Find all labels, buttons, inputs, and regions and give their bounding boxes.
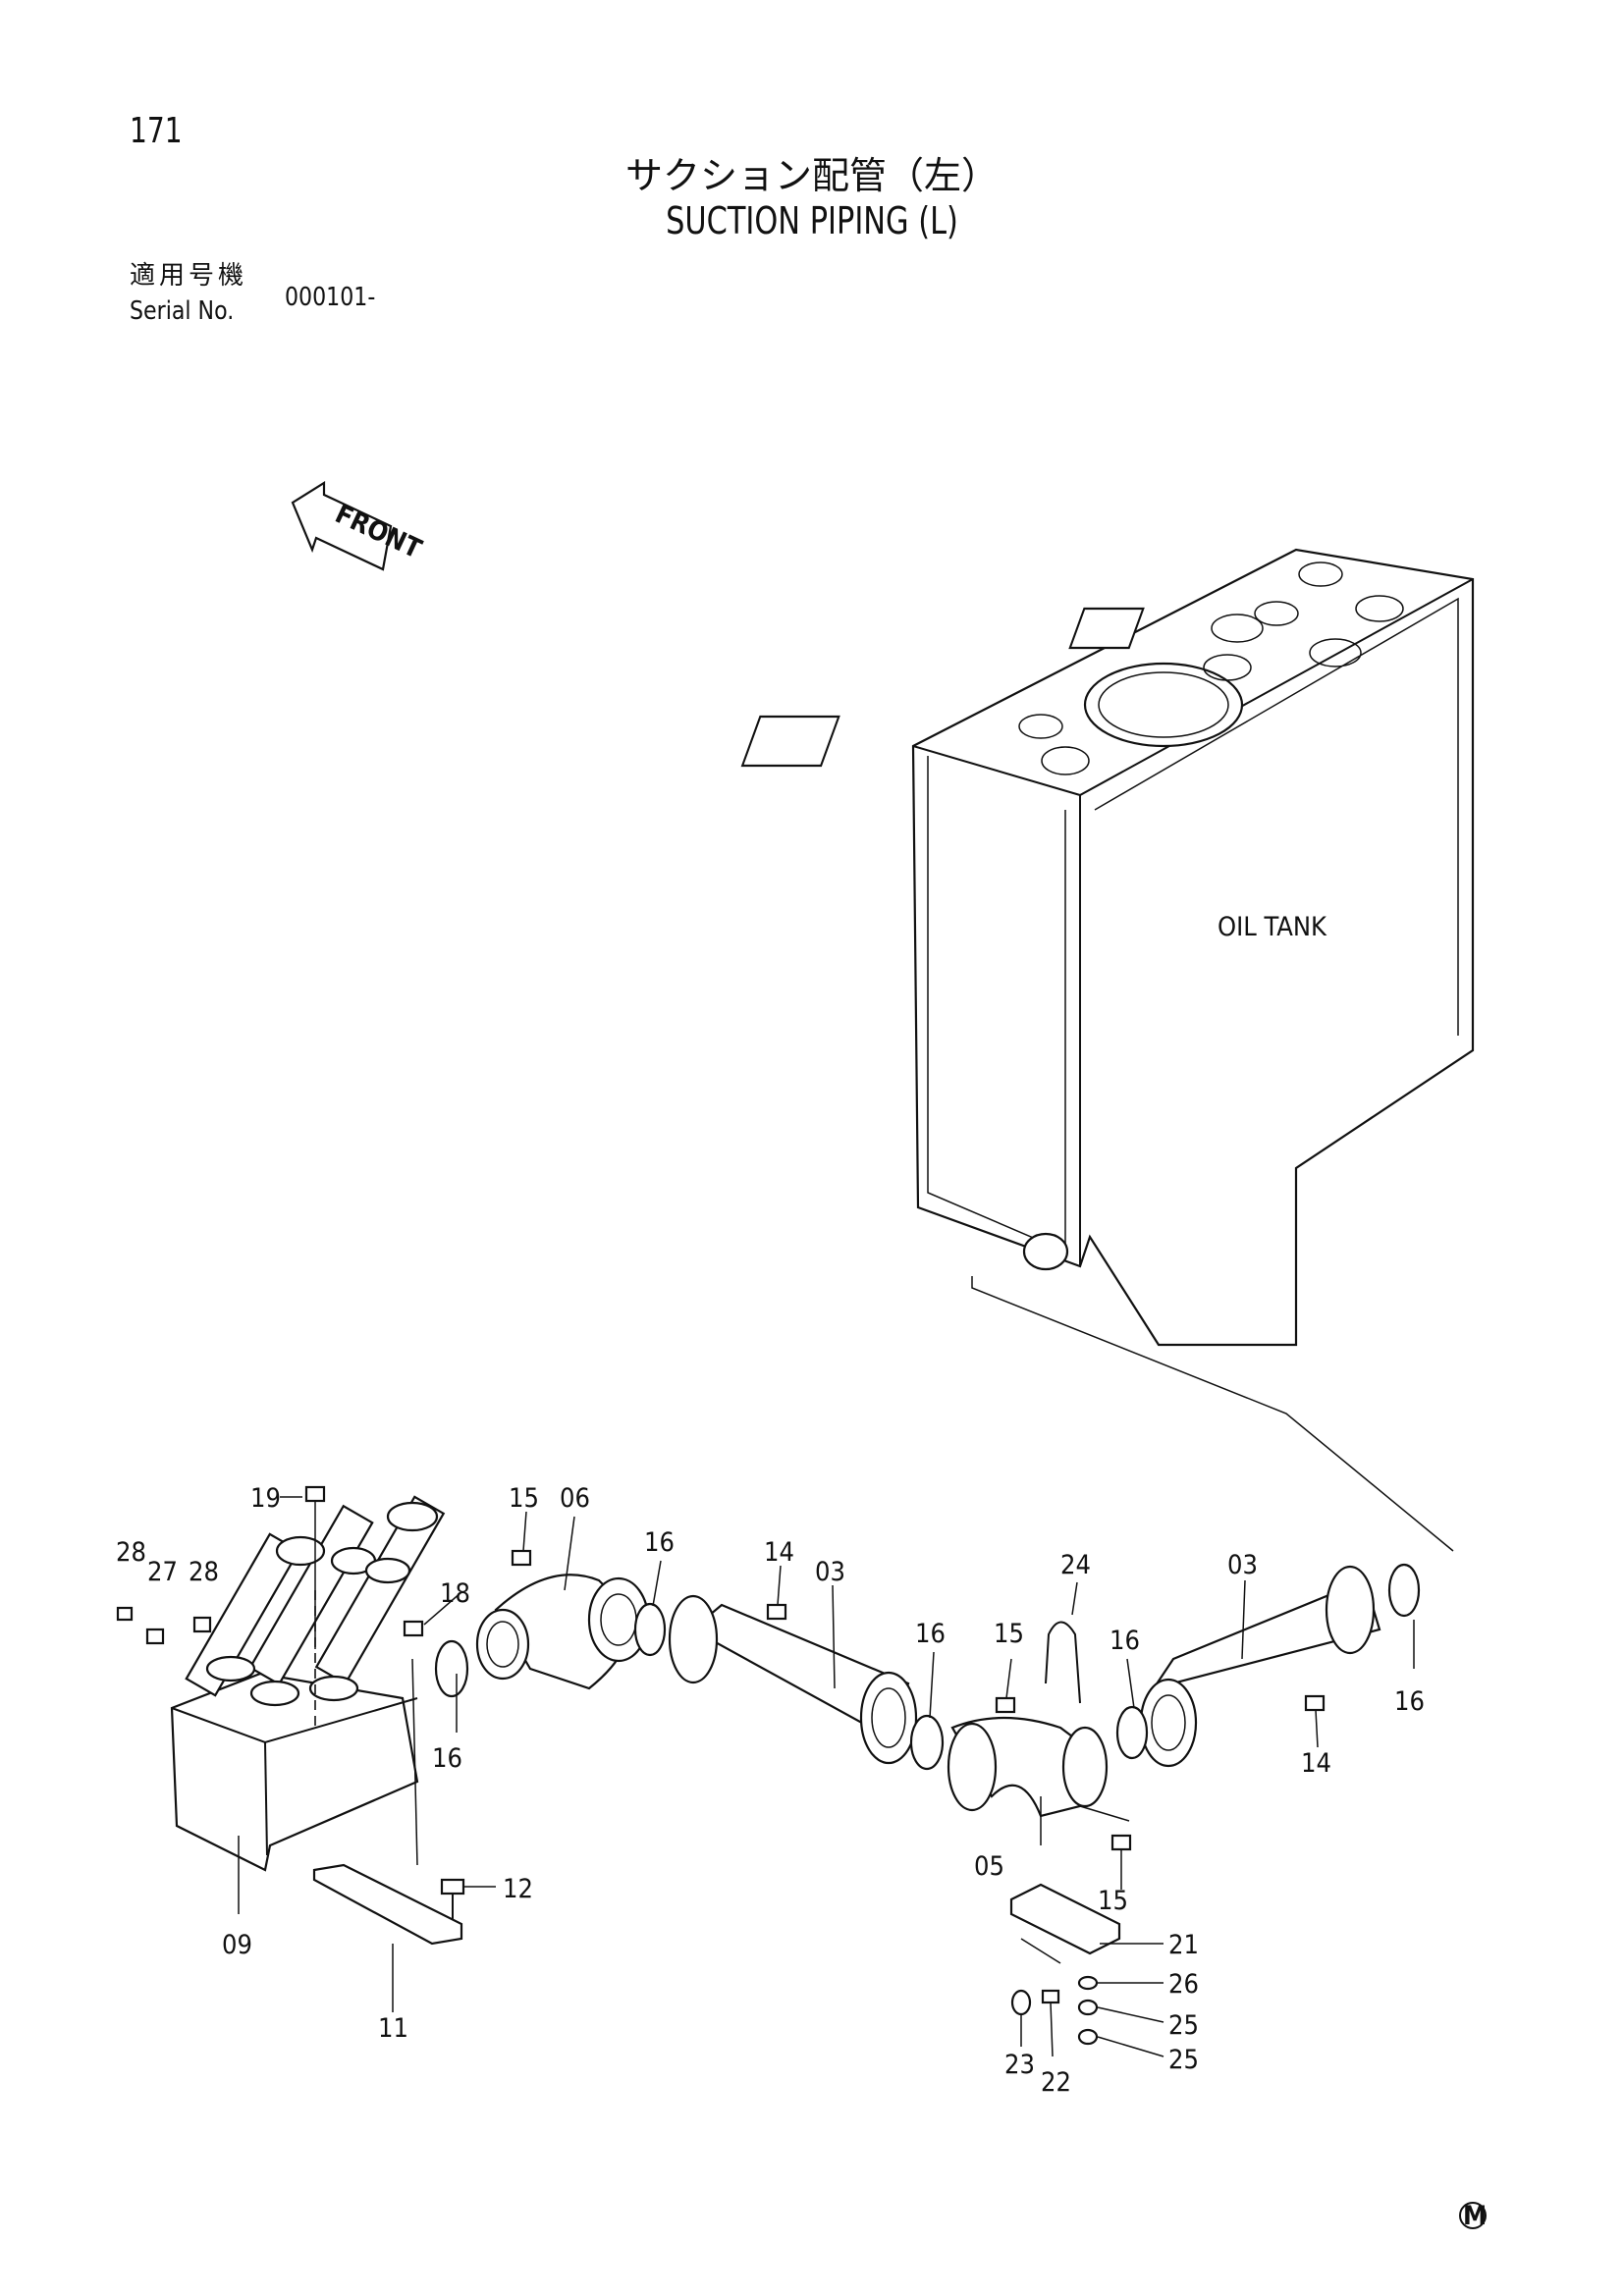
callout-15: 15 (994, 1619, 1024, 1649)
callout-21: 21 (1168, 1930, 1199, 1960)
callout-15: 15 (509, 1483, 539, 1514)
callout-27: 27 (147, 1557, 178, 1587)
callout-03: 03 (815, 1557, 845, 1587)
page-title-jp: サクション配管（左） (624, 154, 999, 197)
u-bolt-24 (1045, 1621, 1081, 1704)
callout-25: 25 (1168, 2045, 1199, 2075)
bolt-icon (440, 1878, 465, 1919)
leader-lines (238, 1496, 1415, 2057)
callout-05: 05 (974, 1851, 1004, 1882)
serial-label-en: Serial No. (130, 296, 235, 326)
callout-26: 26 (1168, 1969, 1199, 2000)
washer-icon (1077, 1975, 1099, 1991)
callout-28: 28 (116, 1537, 146, 1568)
callout-06: 06 (560, 1483, 590, 1514)
callout-19: 19 (250, 1483, 281, 1514)
callout-24: 24 (1060, 1550, 1091, 1580)
bolt-icon (116, 1485, 1326, 1851)
serial-number: 000101- (285, 283, 376, 312)
callout-28: 28 (189, 1557, 219, 1587)
bracket-11 (312, 1863, 463, 1946)
callout-12: 12 (503, 1874, 533, 1904)
callout-11: 11 (378, 2013, 408, 2044)
bracket-21 (1009, 1883, 1121, 1955)
callout-22: 22 (1041, 2067, 1071, 2098)
callout-16: 16 (432, 1743, 462, 1774)
m-mark-icon: M (1459, 2201, 1487, 2231)
oil-tank-label: OIL TANK (1218, 912, 1327, 942)
callout-16: 16 (1394, 1686, 1425, 1717)
elbow-06 (475, 1574, 650, 1690)
suction-header-09 (170, 1495, 446, 1872)
nut-icon (1077, 1999, 1099, 2016)
callout-16: 16 (644, 1527, 675, 1558)
front-arrow-icon: FRONT (291, 481, 426, 571)
callout-16: 16 (1110, 1626, 1140, 1656)
callout-03: 03 (1227, 1550, 1258, 1580)
callout-18: 18 (440, 1578, 470, 1609)
callout-25: 25 (1168, 2010, 1199, 2041)
callout-15: 15 (1098, 1886, 1128, 1916)
washer-icon (1010, 1989, 1032, 2016)
m-mark: M (1463, 2201, 1487, 2231)
oil-tank: OIL TANK (740, 548, 1475, 1347)
callout-14: 14 (764, 1537, 794, 1568)
page-number: 171 (130, 111, 183, 151)
pipe-03-left (668, 1594, 918, 1765)
callout-16: 16 (915, 1619, 946, 1649)
callout-23: 23 (1004, 2050, 1035, 2080)
callout-14: 14 (1301, 1748, 1331, 1779)
page-title-en: SUCTION PIPING (L) (666, 199, 958, 242)
serial-label-jp: 適用号機 (130, 261, 248, 291)
bolt-icon (1041, 1989, 1060, 2004)
o-ring-icon (434, 1563, 1421, 1771)
nut-icon (1077, 2028, 1099, 2046)
callout-09: 09 (222, 1930, 252, 1960)
pipe-03-right (1139, 1565, 1381, 1768)
elbow-05 (947, 1716, 1109, 1818)
